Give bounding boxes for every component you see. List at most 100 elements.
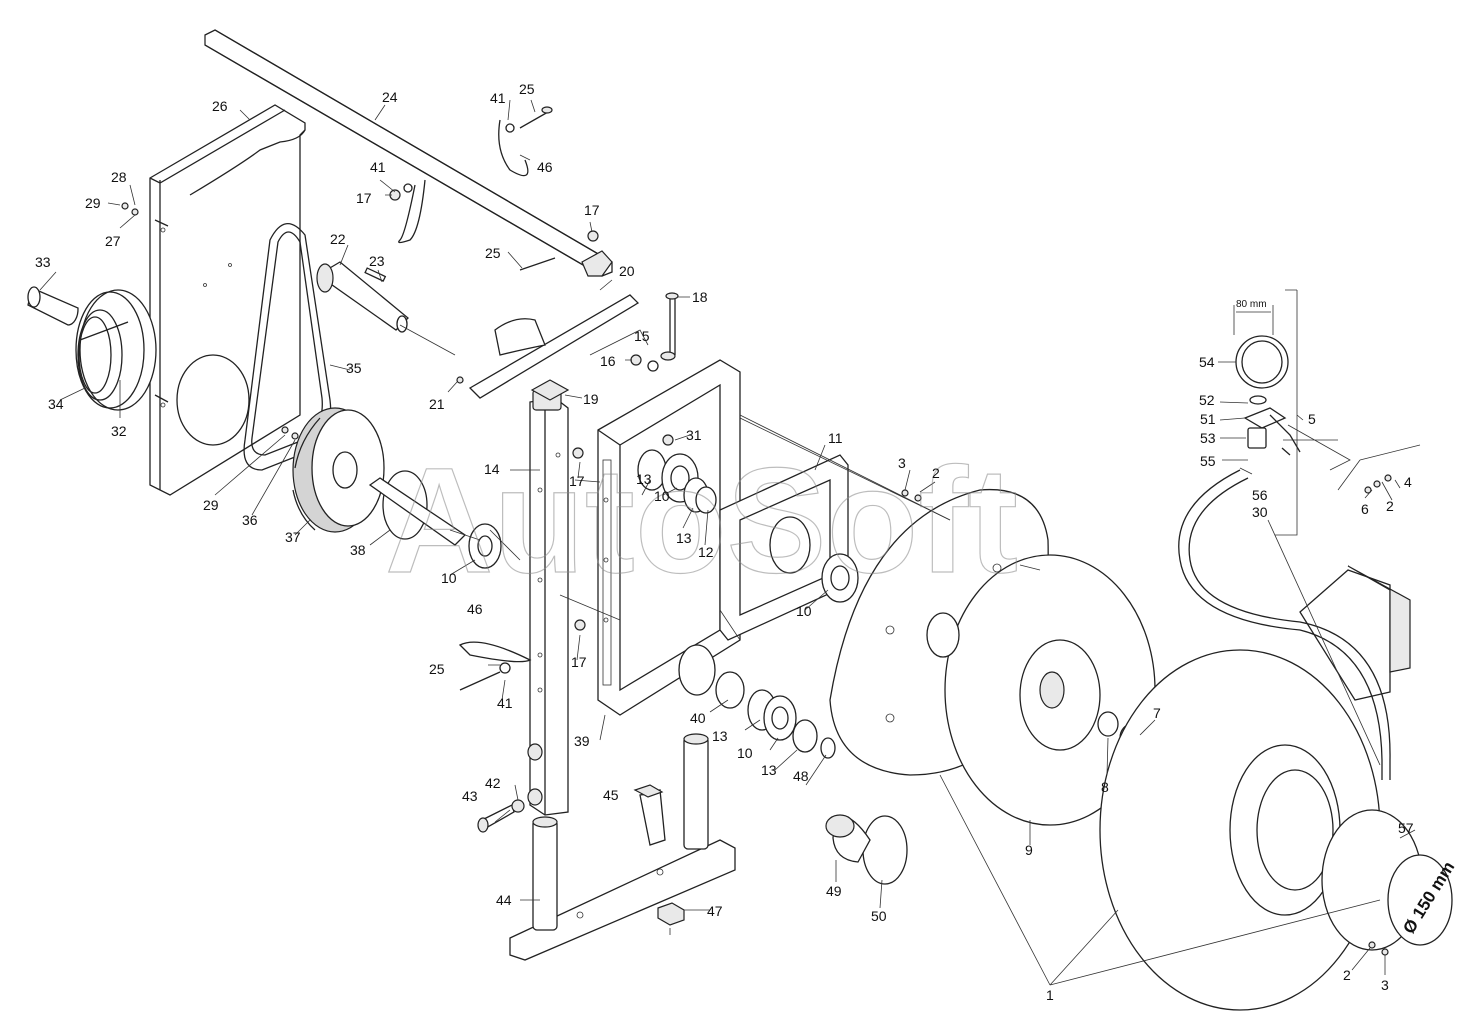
callout-18: 18	[692, 289, 708, 305]
callout-55: 55	[1200, 453, 1216, 469]
callout-33: 33	[35, 254, 51, 270]
callout-50: 50	[871, 908, 887, 924]
callout-17: 17	[571, 654, 587, 670]
callout-1: 1	[1046, 987, 1054, 1003]
callout-30: 30	[1252, 504, 1268, 520]
fan-impeller	[829, 488, 1156, 826]
callout-41: 41	[370, 159, 386, 175]
callout-17: 17	[584, 202, 600, 218]
callout-44: 44	[496, 892, 512, 908]
belt-guard-plate	[149, 104, 306, 496]
bearing-set	[637, 449, 859, 759]
callout-49: 49	[826, 883, 842, 899]
callout-14: 14	[484, 461, 500, 477]
callout-25: 25	[429, 661, 445, 677]
callout-labels: 1 2 2 2 3 3 4 5 6 7 8 9 10 10 10 10 11 1…	[35, 81, 1414, 1003]
callout-45: 45	[603, 787, 619, 803]
callout-53: 53	[1200, 430, 1216, 446]
support-column	[527, 389, 569, 816]
callout-11: 11	[828, 430, 843, 446]
callout-54: 54	[1199, 354, 1215, 370]
leader-lines	[39, 99, 1421, 986]
callout-13: 13	[761, 762, 777, 778]
callout-47: 47	[707, 903, 723, 919]
fan-mount-frame	[597, 359, 741, 716]
callout-41: 41	[497, 695, 513, 711]
callout-17: 17	[569, 473, 585, 489]
callout-42: 42	[485, 775, 501, 791]
callout-28: 28	[111, 169, 127, 185]
bolt-45	[633, 784, 666, 846]
callout-17: 17	[356, 190, 372, 206]
bracket-20	[468, 294, 640, 399]
flanged-shaft	[368, 470, 502, 569]
large-pulley	[292, 407, 385, 533]
main-shaft	[316, 261, 409, 333]
callout-39: 39	[574, 733, 590, 749]
callout-13: 13	[636, 471, 652, 487]
callout-10: 10	[737, 745, 753, 761]
callout-16: 16	[600, 353, 616, 369]
callout-2: 2	[1343, 967, 1351, 983]
drive-pulley	[27, 286, 157, 411]
callout-5: 5	[1308, 411, 1316, 427]
callout-51: 51	[1200, 411, 1216, 427]
callout-10: 10	[654, 488, 670, 504]
bolt-18	[665, 292, 679, 355]
callout-46: 46	[537, 159, 553, 175]
callout-43: 43	[462, 788, 478, 804]
callout-48: 48	[793, 768, 809, 784]
callout-38: 38	[350, 542, 366, 558]
callout-2: 2	[1386, 498, 1394, 514]
callout-10: 10	[796, 603, 812, 619]
callout-31: 31	[686, 427, 702, 443]
callout-23: 23	[369, 253, 385, 269]
callout-9: 9	[1025, 842, 1033, 858]
callout-29: 29	[203, 497, 219, 513]
callout-6: 6	[1361, 501, 1369, 517]
bolt-25	[459, 106, 556, 691]
callout-32: 32	[111, 423, 127, 439]
callout-34: 34	[48, 396, 64, 412]
callout-13: 13	[676, 530, 692, 546]
gauge-dimension-label: 80 mm	[1236, 299, 1267, 310]
hose	[1178, 469, 1391, 780]
callout-7: 7	[1153, 705, 1161, 721]
u-bolts	[398, 119, 532, 663]
callout-26: 26	[212, 98, 228, 114]
callout-40: 40	[690, 710, 706, 726]
callout-29: 29	[85, 195, 101, 211]
callout-46: 46	[467, 601, 483, 617]
callout-21: 21	[429, 396, 445, 412]
callout-4: 4	[1404, 474, 1412, 490]
callout-56: 56	[1252, 487, 1268, 503]
callout-35: 35	[346, 360, 362, 376]
callout-24: 24	[382, 89, 398, 105]
callout-3: 3	[1381, 977, 1389, 993]
callout-12: 12	[698, 544, 714, 560]
callout-36: 36	[242, 512, 258, 528]
cross-beam	[204, 29, 613, 277]
pressure-gauge-assembly	[1235, 335, 1301, 456]
callout-2: 2	[932, 465, 940, 481]
fan-housing	[1099, 565, 1453, 1011]
nut-47	[657, 902, 685, 926]
callout-3: 3	[898, 455, 906, 471]
callout-41: 41	[490, 90, 506, 106]
bolt-43	[477, 804, 515, 833]
base-stand	[509, 733, 736, 961]
callout-37: 37	[285, 529, 301, 545]
callout-19: 19	[583, 391, 599, 407]
callout-10: 10	[441, 570, 457, 586]
bearing-plate	[719, 454, 849, 641]
callout-8: 8	[1101, 779, 1109, 795]
callout-25: 25	[485, 245, 501, 261]
callout-20: 20	[619, 263, 635, 279]
callout-57: 57	[1398, 820, 1414, 836]
screw-cap-19	[530, 379, 570, 401]
callout-15: 15	[634, 328, 650, 344]
watermark-text: AutoSoft	[385, 436, 1018, 604]
outlet-cap-and-clamp	[825, 814, 908, 885]
callout-13: 13	[712, 728, 728, 744]
